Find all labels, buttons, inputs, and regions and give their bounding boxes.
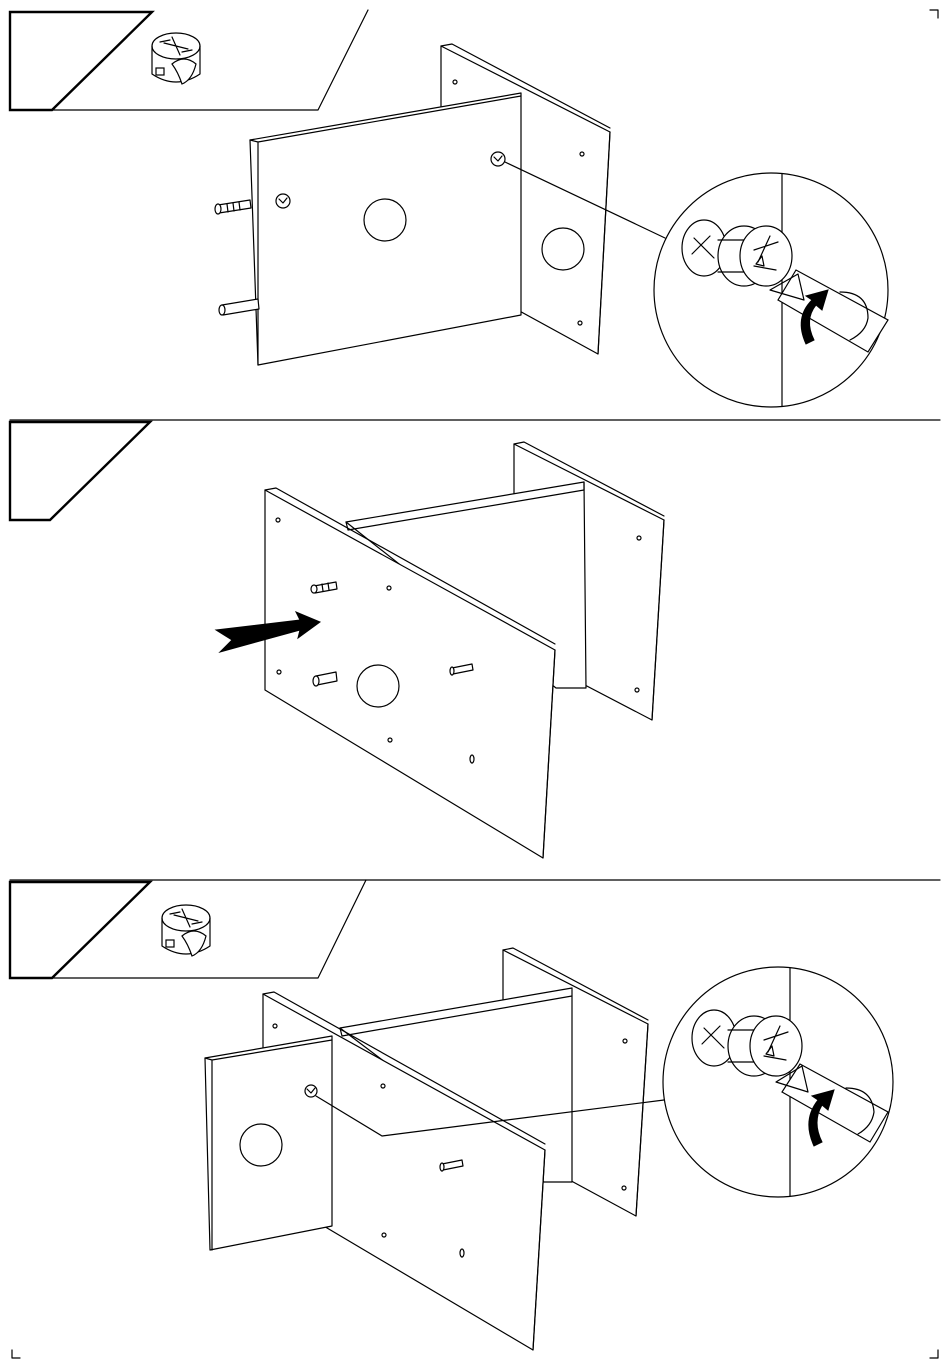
step-3-assembly — [205, 948, 664, 1350]
step-2 — [10, 422, 664, 858]
wood-dowel — [219, 299, 259, 315]
step-3-header — [10, 880, 366, 978]
step-1-assembly — [215, 44, 665, 365]
step-1-header — [10, 10, 368, 110]
step-2-header — [10, 422, 150, 520]
step-2-assembly — [216, 442, 664, 858]
step-1-zoom-detail — [654, 173, 888, 407]
cam-lock-fitting-icon — [162, 905, 210, 956]
bolt-pin — [215, 200, 251, 214]
step-3 — [10, 880, 893, 1350]
cam-lock-fitting-icon — [152, 33, 200, 84]
step-1 — [10, 10, 888, 407]
step-3-zoom-detail — [663, 967, 893, 1197]
